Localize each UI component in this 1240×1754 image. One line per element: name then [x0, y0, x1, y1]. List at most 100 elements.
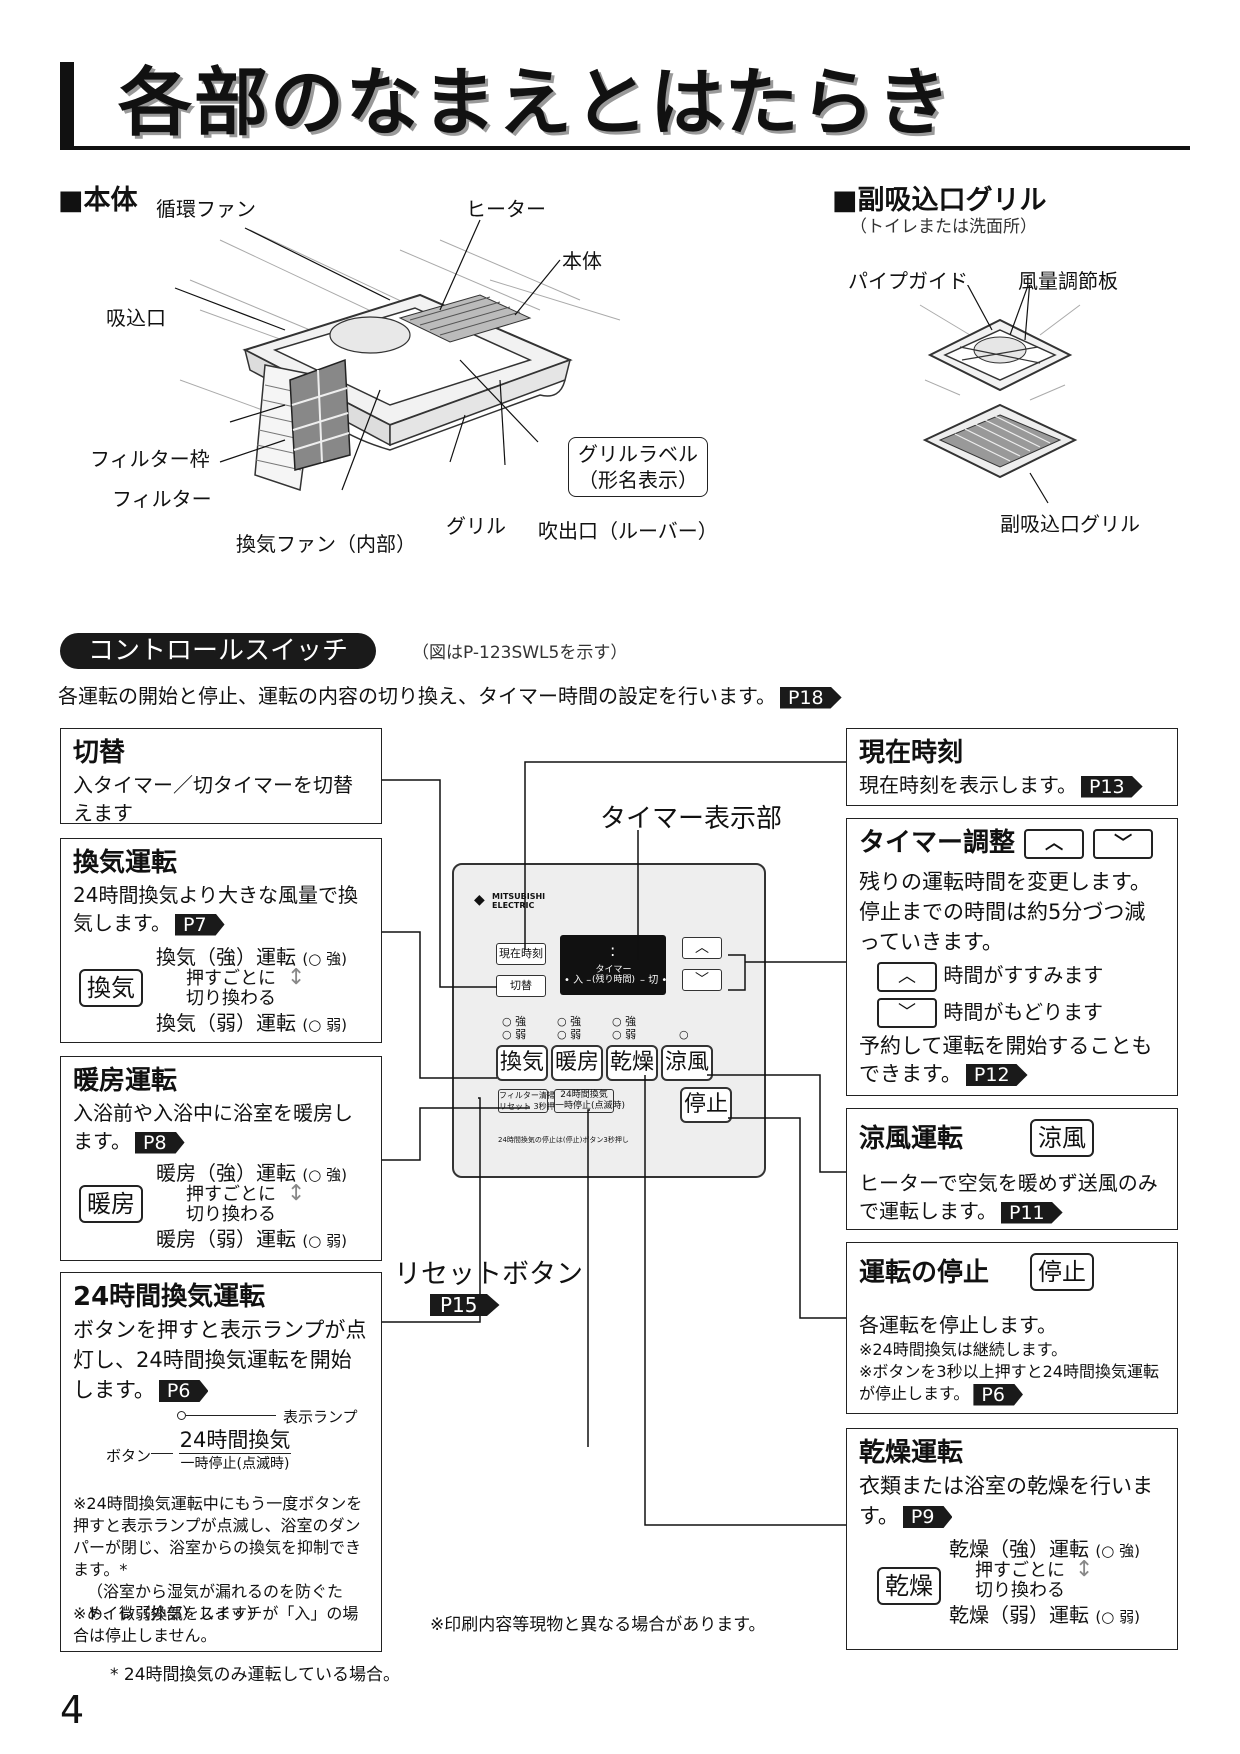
- button-leader-line: [151, 1453, 173, 1454]
- page-ref-p15[interactable]: P15: [430, 1294, 500, 1316]
- kanki-toggle-1: 押すごとに: [186, 968, 276, 989]
- lamp-weak: 弱: [570, 1028, 582, 1041]
- panel-danbo-button[interactable]: 暖房: [551, 1045, 603, 1081]
- label-vent-fan: 換気ファン（内部）: [236, 532, 416, 556]
- kanso-toggle-note: 押すごとに 切り換わる: [975, 1561, 1065, 1601]
- page-ref-p18[interactable]: P18: [780, 686, 842, 709]
- timer-up-text: 時間がすすみます: [943, 963, 1104, 987]
- stop-note-2: ※ボタンを3秒以上押すと24時間換気運転が停止します。: [859, 1362, 1159, 1403]
- label-grill: グリル: [446, 514, 506, 538]
- panel-switch-button[interactable]: 切替: [496, 975, 546, 997]
- danbo-toggle-1: 押すごとに: [186, 1184, 276, 1205]
- panel-up-button[interactable]: ︿: [682, 937, 722, 959]
- control-description: 各運転の開始と停止、運転の内容の切り換え、タイマー時間の設定を行います。P18: [58, 680, 842, 709]
- danbo-toggle-note: 押すごとに 切り換わる: [186, 1185, 276, 1225]
- stop-key: 停止: [1030, 1253, 1094, 1291]
- h24-note-2: （浴室から湿気が漏れるのを防ぐため、微弱換気をします）: [87, 1582, 344, 1623]
- control-switch-pill: コントロールスイッチ: [60, 633, 377, 669]
- ryofu-body-wrap: ヒーターで空気を暖めず送風のみで運転します。P11: [859, 1169, 1165, 1225]
- panel-clock-button[interactable]: 現在時刻: [496, 943, 546, 965]
- h24-footnote: * 24時間換気のみ運転している場合。: [110, 1665, 401, 1685]
- danbo-body: 入浴前や入浴中に浴室を暖房します。: [73, 1101, 353, 1153]
- panel-kanso-button[interactable]: 乾燥: [606, 1045, 658, 1081]
- stop-key-label: 停止: [1030, 1253, 1094, 1291]
- clock-title: 現在時刻: [859, 738, 964, 768]
- kanki-weak: 換気（弱）運転: [156, 1011, 296, 1035]
- control-description-text: 各運転の開始と停止、運転の内容の切り換え、タイマー時間の設定を行います。: [58, 684, 776, 708]
- label-damper: 風量調節板: [1018, 269, 1118, 293]
- title-rule: [60, 146, 1190, 150]
- print-note: ※印刷内容等現物と異なる場合があります。: [430, 1615, 766, 1635]
- display-in: • 入 –: [564, 975, 592, 986]
- box-stop: 運転の停止 停止 各運転を停止します。 ※24時間換気は継続します。 ※ボタンを…: [846, 1242, 1178, 1414]
- kanki-strong: 換気（強）運転: [156, 945, 296, 969]
- kanki-key-label: 換気: [79, 969, 143, 1007]
- danbo-key: 暖房: [79, 1185, 143, 1223]
- kanki-lamp-strong: (○ 強): [302, 950, 347, 968]
- panel-kanki-button[interactable]: 換気: [496, 1045, 548, 1081]
- lamp-kanso: ○ 強○ 弱: [612, 1015, 637, 1041]
- panel-filter-reset-button[interactable]: フィルター清掃 リセット 3秒押: [498, 1089, 555, 1113]
- page-ref-p6[interactable]: P6: [973, 1383, 1023, 1406]
- control-panel: ◆ MITSUBISHI ELECTRIC 現在時刻 切替 : • 入 – タイ…: [452, 863, 766, 1178]
- brand-line-2: ELECTRIC: [492, 901, 535, 910]
- kanso-key-label: 乾燥: [877, 1567, 941, 1605]
- page-ref-p13[interactable]: P13: [1081, 775, 1143, 798]
- h24-lamp-label: 表示ランプ: [283, 1408, 358, 1426]
- box-kirikae: 切替 入タイマー／切タイマーを切替えます: [60, 728, 382, 825]
- page-ref-p7[interactable]: P7: [175, 913, 225, 936]
- kanki-lamp-weak: (○ 弱): [302, 1016, 347, 1034]
- ryofu-key: 涼風: [1030, 1119, 1094, 1157]
- danbo-lamp-weak-text: 弱: [326, 1232, 342, 1250]
- section-heading-body: ■本体: [58, 185, 138, 216]
- kanki-key: 換気: [79, 969, 143, 1007]
- panel-24h-2: 一時停止(点滅時): [555, 1101, 626, 1111]
- brand-line-1: MITSUBISHI: [492, 892, 546, 901]
- h24-note-3: ※トイレ（外部）スイッチが「入」の場合は停止しません。: [73, 1604, 359, 1645]
- updown-arrow-icon: ↕: [1075, 1557, 1094, 1582]
- kanki-weak-line: 換気（弱）運転 (○ 弱): [156, 1007, 347, 1036]
- kanki-lamp-strong-text: 強: [326, 950, 342, 968]
- title-accent-bar: [60, 62, 74, 148]
- box-clock: 現在時刻 現在時刻を表示します。P13: [846, 728, 1178, 806]
- page-ref-p12[interactable]: P12: [965, 1064, 1028, 1086]
- label-intake: 吸込口: [106, 306, 166, 330]
- page-ref-p6[interactable]: P6: [158, 1380, 209, 1402]
- control-model-note: （図はP-123SWL5を示す）: [412, 643, 628, 663]
- page-ref-p8[interactable]: P8: [135, 1131, 185, 1154]
- panel-stop-button[interactable]: 停止: [680, 1087, 732, 1123]
- mitsubishi-logo-icon: ◆: [474, 892, 485, 908]
- page-ref-p11[interactable]: P11: [1001, 1201, 1063, 1224]
- danbo-lamp-weak: (○ 弱): [302, 1232, 347, 1250]
- brand-name: MITSUBISHI ELECTRIC: [492, 892, 545, 910]
- label-sub-grill: 副吸込口グリル: [1000, 512, 1140, 536]
- danbo-title: 暖房運転: [73, 1066, 178, 1096]
- kirikae-body: 入タイマー／切タイマーを切替えます: [73, 773, 353, 825]
- kanso-title: 乾燥運転: [859, 1438, 964, 1468]
- lamp-kanki: ○ 強○ 弱: [502, 1015, 527, 1041]
- stop-body: 各運転を停止します。: [859, 1313, 1057, 1337]
- timer-adj-body: 残りの運転時間を変更します。停止までの時間は約5分づつ減っていきます。: [859, 870, 1151, 954]
- timer-up-line: ︿ 時間がすすみます: [859, 961, 1165, 992]
- panel-down-button[interactable]: ﹀: [682, 969, 722, 991]
- lamp-weak: 弱: [515, 1028, 527, 1041]
- page-ref-p9[interactable]: P9: [902, 1506, 953, 1528]
- grill-label-callout: グリルラベル （形名表示）: [568, 437, 708, 497]
- kanki-body-wrap: 24時間換気より大きな風量で換気します。P7: [73, 881, 369, 937]
- panel-footer-text: 24時間換気の停止は(停止)ボタン3秒押し: [498, 1136, 629, 1144]
- h24-btn-bottom: 一時停止(点滅時): [180, 1456, 290, 1472]
- danbo-key-label: 暖房: [79, 1185, 143, 1223]
- h24-note-1: ※24時間換気運転中にもう一度ボタンを押すと表示ランプが点滅し、浴室のダンパーが…: [73, 1494, 363, 1579]
- display-off: – 切 •: [640, 975, 668, 986]
- lamp-indicator-icon: [177, 1411, 186, 1420]
- stop-note-2-wrap: ※ボタンを3秒以上押すと24時間換気運転が停止します。P6: [859, 1361, 1165, 1406]
- kanki-toggle-note: 押すごとに 切り換わる: [186, 969, 276, 1009]
- ryofu-title: 涼風運転: [859, 1124, 964, 1154]
- box-ryofu: 涼風運転 涼風 ヒーターで空気を暖めず送風のみで運転します。P11: [846, 1108, 1178, 1230]
- panel-24h-button[interactable]: 24時間換気 一時停止(点滅時): [554, 1089, 626, 1113]
- box-timer-adjust: タイマー調整 ︿ ﹀ 残りの運転時間を変更します。停止までの時間は約5分づつ減っ…: [846, 818, 1178, 1096]
- updown-arrow-icon: ↕: [287, 1181, 306, 1206]
- panel-ryofu-button[interactable]: 涼風: [661, 1045, 713, 1081]
- stop-note-1: ※24時間換気は継続します。: [859, 1340, 1068, 1359]
